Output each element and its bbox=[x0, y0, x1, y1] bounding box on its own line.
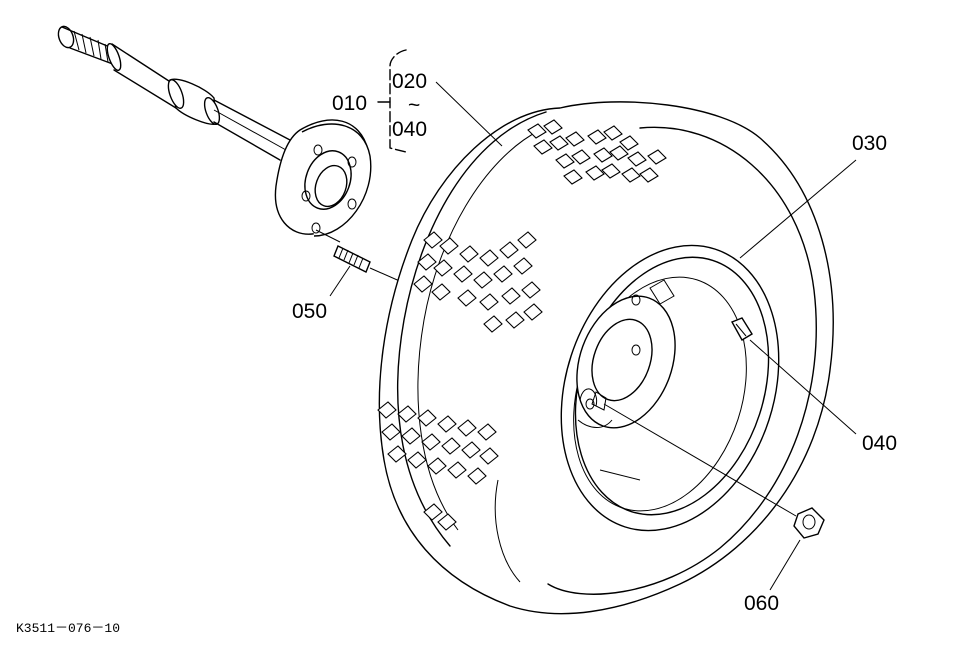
label-range-end: 040 bbox=[392, 118, 427, 141]
tire-tread bbox=[377, 119, 667, 531]
label-nut: 060 bbox=[744, 592, 779, 615]
label-range-start: 020 bbox=[392, 70, 427, 93]
wheel-rim bbox=[560, 244, 780, 532]
label-stud: 050 bbox=[292, 300, 327, 323]
label-range-separator: ~ bbox=[408, 94, 420, 117]
label-assembly: 010 bbox=[332, 92, 367, 115]
hub-flange bbox=[274, 119, 372, 237]
valve-stem bbox=[731, 317, 753, 341]
label-valve: 040 bbox=[862, 432, 897, 455]
axle-shaft bbox=[57, 25, 291, 161]
label-tire: 030 bbox=[852, 132, 887, 155]
wheel-nut bbox=[603, 403, 825, 539]
drawing-code: K3511－076－10 bbox=[16, 621, 120, 636]
leader-lines bbox=[329, 49, 857, 591]
